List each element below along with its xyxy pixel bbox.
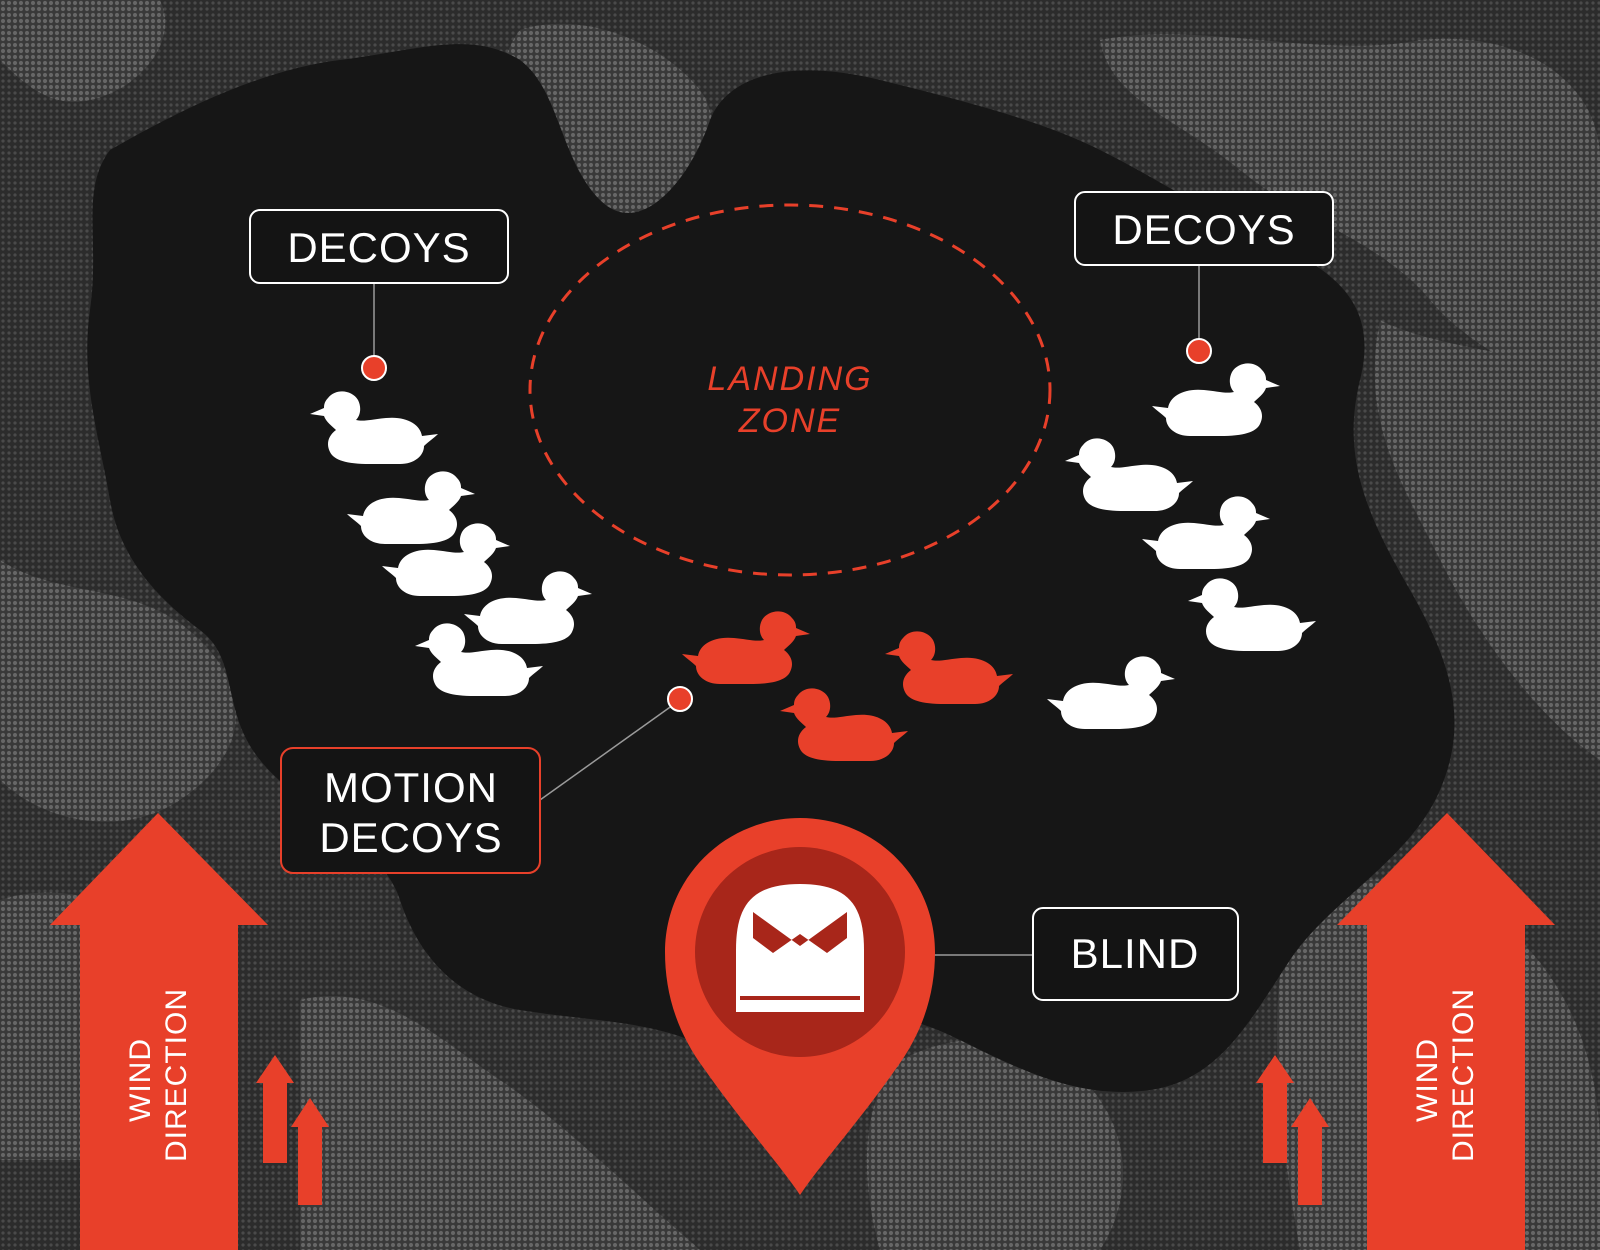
blind-label: BLIND (1071, 930, 1200, 977)
decoys-left-callout: DECOYS (249, 209, 509, 381)
small-wind-arrows (256, 1055, 329, 1205)
arrow-up-icon (50, 813, 268, 1250)
arrow-up-icon (1291, 1098, 1329, 1205)
arrow-up-icon (1337, 813, 1555, 1250)
callout-dot (667, 686, 693, 712)
motion-decoys-label-box (280, 747, 541, 874)
landing-zone-label-line1: LANDING (707, 360, 872, 398)
blind-marker (665, 818, 1033, 1195)
decoys-left-label-box (249, 209, 509, 284)
landing-zone-label-line2: ZONE (738, 402, 841, 440)
wind-direction-left: WIND DIRECTION (50, 813, 329, 1250)
blind-callout: BLIND (1032, 907, 1239, 1001)
motion-decoys-label-line1: MOTION (324, 764, 498, 811)
decoys-right-callout: DECOYS (1074, 191, 1334, 364)
blind-icon (736, 884, 864, 1012)
arrow-up-icon (291, 1098, 329, 1205)
decoys-right-label-box (1074, 191, 1334, 266)
blind-label-box (1032, 907, 1239, 1001)
landing-zone-outline (528, 203, 1052, 577)
callout-dot (1186, 338, 1212, 364)
arrow-up-icon (1256, 1055, 1294, 1163)
wind-left-label-line2: DIRECTION (160, 988, 193, 1162)
decoys-left-label: DECOYS (287, 224, 470, 271)
callout-leader-line (539, 699, 681, 801)
motion-decoys-callout: MOTION DECOYS (280, 686, 693, 874)
arrow-up-icon (256, 1055, 294, 1163)
wind-right-label-line1: WIND (1411, 1038, 1444, 1122)
callout-dot (361, 355, 387, 381)
wind-left-label-line1: WIND (124, 1038, 157, 1122)
wind-direction-right: WIND DIRECTION (1256, 813, 1555, 1250)
motion-decoys-label-line2: DECOYS (319, 814, 502, 861)
decoys-right-label: DECOYS (1112, 206, 1295, 253)
small-wind-arrows (1256, 1055, 1329, 1205)
wind-right-label-line2: DIRECTION (1447, 988, 1480, 1162)
